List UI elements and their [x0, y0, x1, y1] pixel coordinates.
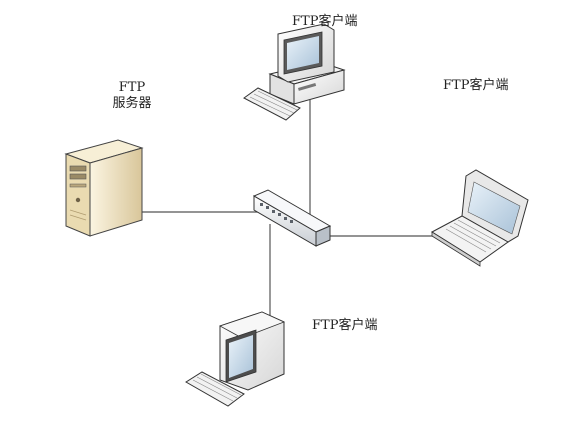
client-label-top: FTP客户端: [292, 14, 358, 29]
client-label-right: FTP客户端: [443, 78, 509, 93]
desktop-computer-icon: [243, 23, 346, 121]
laptop-icon: [431, 169, 529, 267]
server-icon: [64, 139, 144, 237]
connection-lines: [140, 100, 440, 330]
server-label-line1: FTP: [118, 80, 146, 95]
network-switch-icon: [252, 189, 332, 247]
server-label: FTP 服务器: [102, 80, 162, 113]
client-label-bottom: FTP客户端: [312, 318, 378, 333]
server-label-line2: 服务器: [112, 96, 152, 112]
desktop-computer-icon: [185, 311, 286, 407]
